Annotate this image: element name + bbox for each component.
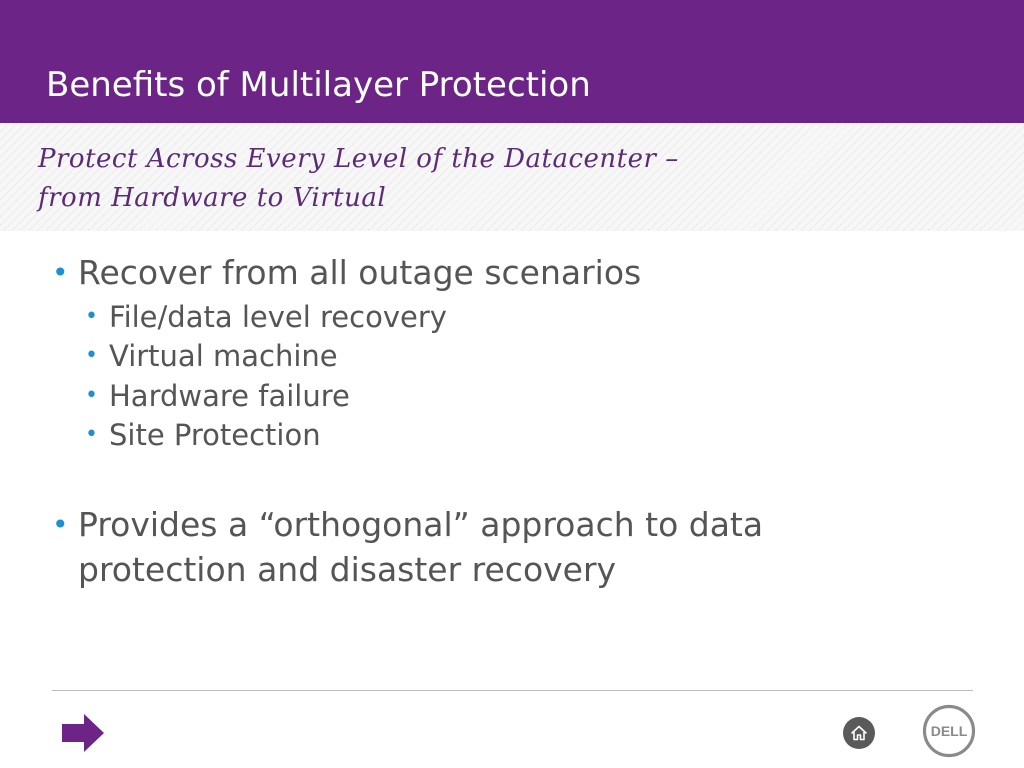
sub-bullet-dot: • [85,304,98,329]
bullet-text-line-1: Provides a “orthogonal” approach to data [78,505,764,544]
slide-title: Benefits of Multilayer Protection [46,65,591,105]
sub-bullet-text: File/data level recovery [109,300,447,334]
sub-bullet-text: Hardware failure [109,379,350,413]
right-arrow-icon [62,714,104,752]
bullet-text-line-2: protection and disaster recovery [78,550,617,589]
tagline-line-2: from Hardware to Virtual [38,183,387,213]
title-bar: Benefits of Multilayer Protection [0,0,1024,123]
sub-bullet-dot: • [85,383,98,408]
sub-bullet-dot: • [85,343,98,368]
sub-bullet-dot: • [85,422,98,447]
sub-bullet-item: • Virtual machine [85,336,338,376]
sub-bullet-item: • File/data level recovery [85,297,447,337]
next-slide-button[interactable] [62,714,104,752]
bullet-dot: • [52,508,69,541]
bullet-dot: • [52,256,69,289]
dell-logo: DELL [922,704,976,758]
sub-bullet-item: • Site Protection [85,415,321,455]
dell-logo-text: DELL [931,723,968,739]
tagline-line-1: Protect Across Every Level of the Datace… [38,144,679,174]
home-icon [851,725,867,741]
bullet-item: • Recover from all outage scenarios [52,250,642,296]
sub-bullet-item: • Hardware failure [85,376,350,416]
footer-divider [52,690,973,691]
home-button[interactable] [843,717,875,749]
bullet-text: Recover from all outage scenarios [78,253,642,292]
sub-bullet-text: Site Protection [109,418,321,452]
tagline-band [0,123,1024,231]
sub-bullet-text: Virtual machine [109,339,338,373]
bullet-item: • Provides a “orthogonal” approach to da… [52,502,878,592]
